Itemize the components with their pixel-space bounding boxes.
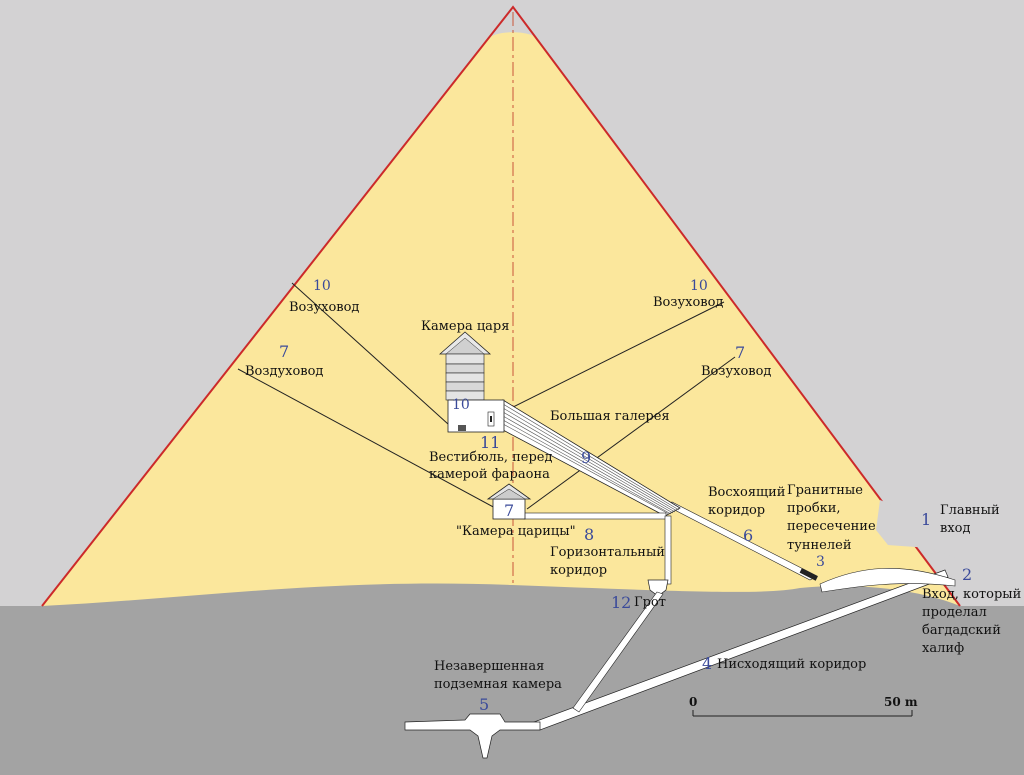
label-antechamber-line2: камерой фараона <box>429 467 550 482</box>
grand-gallery-courses <box>502 403 680 515</box>
label-air-shaft-10-right: Возуховод <box>653 295 723 310</box>
number-11: 11 <box>480 433 500 452</box>
label-air-shaft-7-left: Воздуховод <box>245 364 323 379</box>
number-4: 4 <box>702 654 712 673</box>
label-caliph-line2: проделал <box>922 605 987 620</box>
label-granite-line3: пересечение <box>787 519 876 534</box>
number-8: 8 <box>584 525 594 544</box>
label-horizontal-line1: Горизонтальный <box>550 545 665 560</box>
label-granite-line2: пробки, <box>787 501 841 516</box>
main-entrance-notch <box>876 500 960 560</box>
queens-chamber <box>486 483 532 520</box>
label-horizontal-line2: коридор <box>550 563 607 578</box>
granite-plugs <box>799 568 818 581</box>
number-10-chamber: 10 <box>452 397 470 413</box>
pyramid-base-rock <box>42 583 960 606</box>
pyramid-outline <box>41 5 961 607</box>
label-king-chamber: Камера царя <box>421 319 509 334</box>
label-subterranean-line1: Незавершенная <box>434 659 544 674</box>
air-shaft-7-right <box>526 356 736 510</box>
grotto <box>647 579 669 597</box>
label-descending: Нисходящий коридор <box>717 657 866 672</box>
label-ascending-line1: Восхоящий <box>708 485 785 500</box>
label-caliph-line1: Вход, который <box>922 587 1021 602</box>
subterranean-chamber <box>404 713 541 759</box>
scale-start-label: 0 <box>689 695 697 709</box>
label-subterranean-line2: подземная камера <box>434 677 562 692</box>
well-shaft-lower <box>572 591 664 713</box>
number-1: 1 <box>921 510 931 529</box>
air-shaft-10-right <box>502 301 725 413</box>
number-5: 5 <box>479 695 489 714</box>
number-6: 6 <box>743 526 753 545</box>
label-granite-line1: Гранитные <box>787 483 863 498</box>
number-3: 3 <box>816 554 825 570</box>
number-2: 2 <box>962 565 972 584</box>
label-grotto: Грот <box>634 595 666 610</box>
label-grand-gallery: Большая галерея <box>550 409 670 424</box>
pyramid-top-layer <box>488 32 538 39</box>
kings-chamber <box>438 331 505 433</box>
label-caliph-line4: халиф <box>922 641 964 656</box>
descending-corridor-inner <box>535 571 946 728</box>
number-10-left: 10 <box>313 278 331 294</box>
number-7-chamber: 7 <box>504 501 514 520</box>
label-main-entrance-line1: Главный <box>940 503 1000 518</box>
pyramid-body <box>42 7 960 606</box>
number-7-right: 7 <box>735 343 745 362</box>
horizontal-corridor <box>523 512 667 520</box>
label-caliph-line3: багдадский <box>922 623 1001 638</box>
label-ascending-line2: коридор <box>708 503 765 518</box>
number-9: 9 <box>581 448 591 467</box>
number-10-right: 10 <box>690 278 708 294</box>
scale-end-label: 50 m <box>884 695 918 709</box>
label-air-shaft-7-right: Возуховод <box>701 364 771 379</box>
bedrock-ground <box>0 583 1024 775</box>
scale-bar: 0 50 m <box>689 695 918 717</box>
label-granite-line4: туннелей <box>787 538 851 553</box>
label-antechamber-line1: Вестибюль, перед <box>429 450 553 465</box>
number-7-left: 7 <box>279 342 289 361</box>
label-air-shaft-10-left: Возуховод <box>289 300 359 315</box>
air-shaft-7-left <box>237 368 498 510</box>
number-12: 12 <box>611 593 631 612</box>
well-shaft-upper <box>664 515 672 585</box>
label-main-entrance-line2: вход <box>940 521 970 536</box>
caliph-tunnel <box>819 568 956 593</box>
label-queen-chamber: "Камера царицы" <box>456 524 576 539</box>
air-shaft-10-left <box>291 282 449 425</box>
